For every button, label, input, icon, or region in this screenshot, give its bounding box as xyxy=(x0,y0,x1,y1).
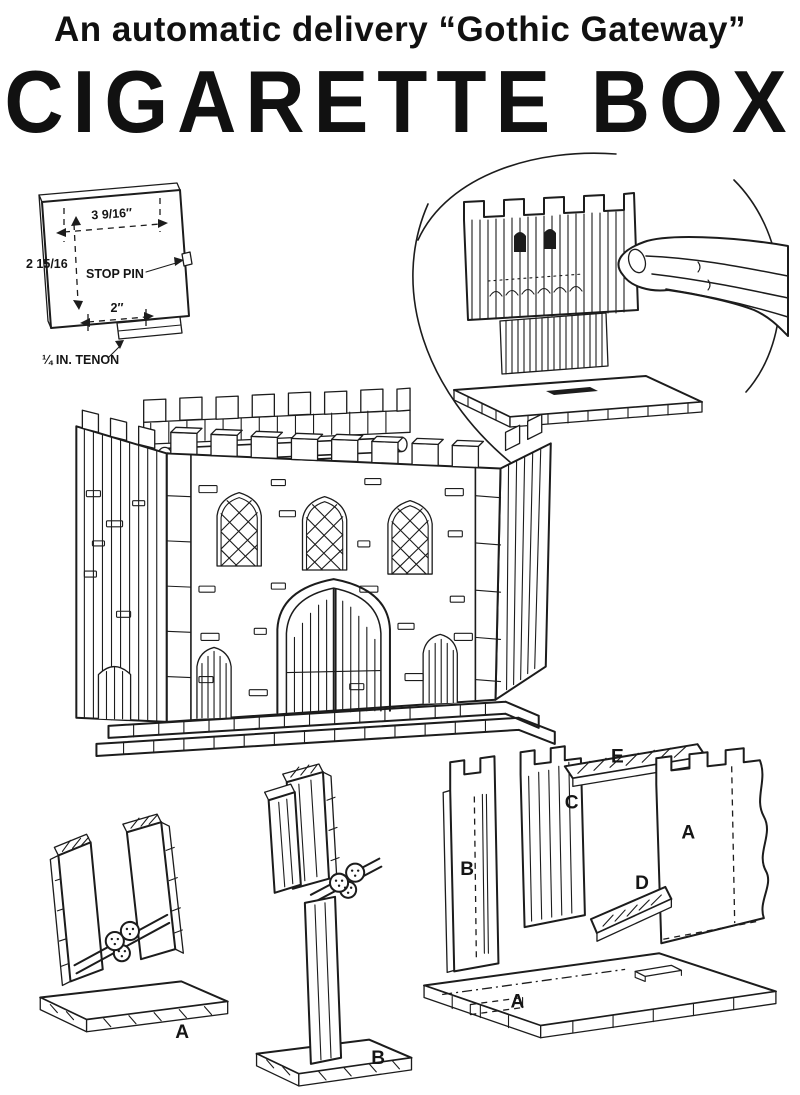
figure-stop-pin-detail: 3 9/16″ 2 15/16 STOP PIN 2″ ¼ I xyxy=(12,168,222,383)
dimension-width: 3 9/16″ xyxy=(56,198,168,242)
stop-pin-diagram: 3 9/16″ 2 15/16 STOP PIN 2″ ¼ I xyxy=(26,182,193,367)
castle-diagram xyxy=(75,387,556,757)
thumbnail xyxy=(627,248,647,274)
window-2 xyxy=(301,496,348,571)
base-plate xyxy=(423,952,777,1039)
stop-pin-callout: STOP PIN xyxy=(86,257,184,281)
base-plate xyxy=(453,375,703,428)
piece-b-wall xyxy=(442,755,500,974)
label-exploded-e: E xyxy=(611,746,624,767)
tenon-label: ¼ IN. TENON xyxy=(42,353,119,367)
left-wall xyxy=(75,409,168,723)
front-facade xyxy=(165,426,502,723)
lid-window-icon xyxy=(544,229,556,249)
stones xyxy=(198,478,473,697)
rear-parapet xyxy=(143,387,411,446)
window-1 xyxy=(216,491,262,567)
label-exploded-d: D xyxy=(635,873,649,894)
stones xyxy=(83,490,146,618)
hand-lid-diagram xyxy=(412,152,789,463)
figure-detail-a: A xyxy=(28,800,250,1062)
battlements xyxy=(170,426,485,469)
upright-boards xyxy=(263,763,340,894)
piece-d-ramp xyxy=(589,885,673,942)
detail-b-diagram: B xyxy=(255,763,413,1087)
right-wall xyxy=(494,413,552,701)
width-dimension-label: 3 9/16″ xyxy=(91,206,133,223)
cigarettes xyxy=(329,862,366,899)
page-title: CIGARETTE BOX xyxy=(4,53,796,152)
label-detail-b: B xyxy=(371,1048,385,1069)
figure-detail-b: B xyxy=(228,760,430,1092)
height-dimension-label: 2 15/16 xyxy=(26,257,68,271)
label-exploded-a-wall: A xyxy=(681,823,695,844)
label-exploded-c: C xyxy=(565,793,579,814)
main-gateway xyxy=(276,578,391,714)
base-plate xyxy=(39,980,229,1033)
piece-a-wall xyxy=(655,747,770,945)
dimension-slot: 2″ xyxy=(80,301,154,334)
upright-boards xyxy=(49,813,184,987)
label-exploded-b: B xyxy=(460,859,474,880)
plinth xyxy=(95,700,556,757)
buttresses xyxy=(166,453,502,722)
window-3 xyxy=(387,500,433,575)
lid-tongue xyxy=(499,312,609,375)
slot-dimension-label: 2″ xyxy=(111,301,124,315)
chute-column xyxy=(303,895,343,1065)
cigarettes xyxy=(104,920,141,963)
label-exploded-a-base: A xyxy=(511,992,525,1013)
stop-pin-label: STOP PIN xyxy=(86,267,144,281)
header-subtitle: An automatic delivery “Gothic Gateway” xyxy=(54,10,746,49)
hand xyxy=(617,236,789,337)
lid-block xyxy=(463,192,639,321)
side-door-left xyxy=(196,646,232,719)
label-detail-a: A xyxy=(175,1022,189,1043)
side-door-right xyxy=(422,633,458,704)
lid-window-icon xyxy=(514,232,526,252)
stop-pin-part xyxy=(181,251,193,267)
figure-castle-box xyxy=(48,370,752,757)
exploded-diagram: B C E A D A xyxy=(423,743,777,1039)
tenon-callout: ¼ IN. TENON xyxy=(42,340,124,367)
detail-a-diagram: A xyxy=(39,813,229,1043)
dimension-height: 2 15/16 xyxy=(26,216,83,310)
figure-exploded-corner: B C E A D A xyxy=(412,712,794,1084)
figure-hand-lid xyxy=(398,140,790,470)
